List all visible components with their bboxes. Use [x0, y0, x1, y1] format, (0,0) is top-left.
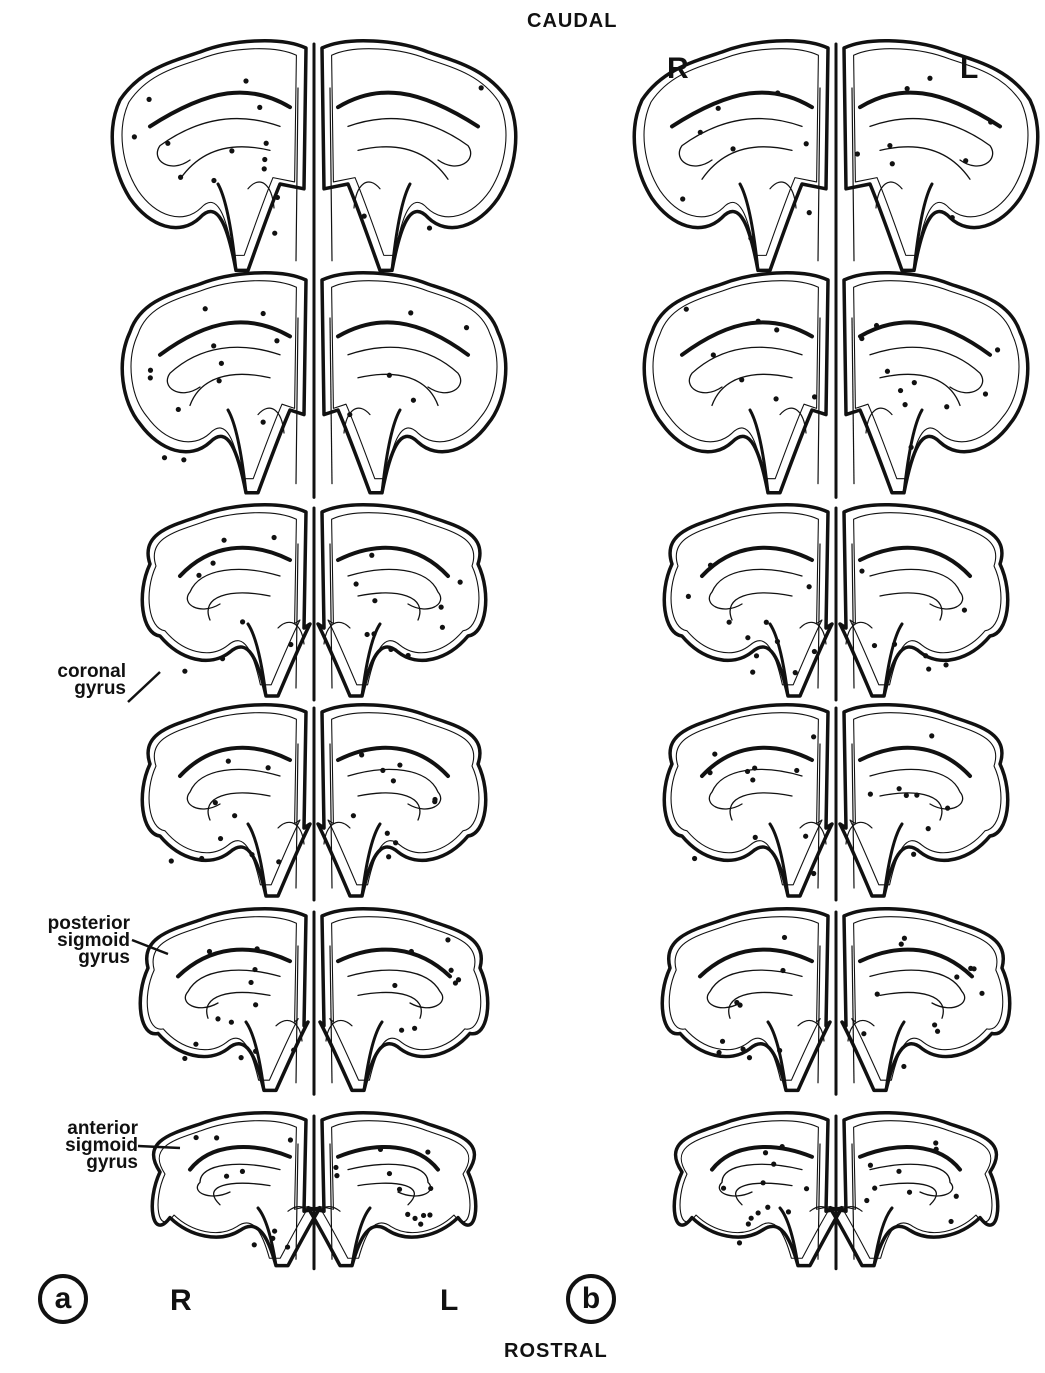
section-b-5 [662, 909, 1009, 1094]
section-b-4 [664, 705, 1007, 900]
section-a-4 [142, 705, 485, 900]
label-pointers [128, 672, 180, 1148]
panel-b-right-label: R [667, 52, 689, 86]
section-b-6 [674, 1113, 997, 1269]
caudal-label: CAUDAL [527, 10, 617, 33]
section-b-3 [664, 505, 1007, 700]
panel-a-right-label: R [170, 1284, 192, 1318]
panel-a-marker: a [38, 1274, 88, 1324]
section-a-6 [152, 1113, 475, 1269]
section-b-2 [644, 273, 1027, 498]
section-a-3 [142, 505, 485, 700]
rostral-label: ROSTRAL [504, 1340, 608, 1363]
panel-b-marker: b [566, 1274, 616, 1324]
brain-sections [112, 41, 1037, 1269]
section-a-2 [122, 273, 505, 498]
panel-a-left-label: L [440, 1284, 458, 1318]
section-a-5 [140, 909, 487, 1094]
posterior-sigmoid-gyrus-label: posterior sigmoid gyrus [4, 915, 130, 966]
coronal-gyrus-label: coronal gyrus [22, 663, 126, 697]
section-a-1 [112, 41, 515, 275]
anterior-sigmoid-gyrus-label: anterior sigmoid gyrus [30, 1120, 138, 1171]
gyrus-pointer-3 [138, 1146, 180, 1148]
gyrus-pointer-2 [132, 940, 168, 954]
panel-b-left-label: L [960, 52, 978, 86]
gyrus-pointer-1 [128, 672, 160, 702]
